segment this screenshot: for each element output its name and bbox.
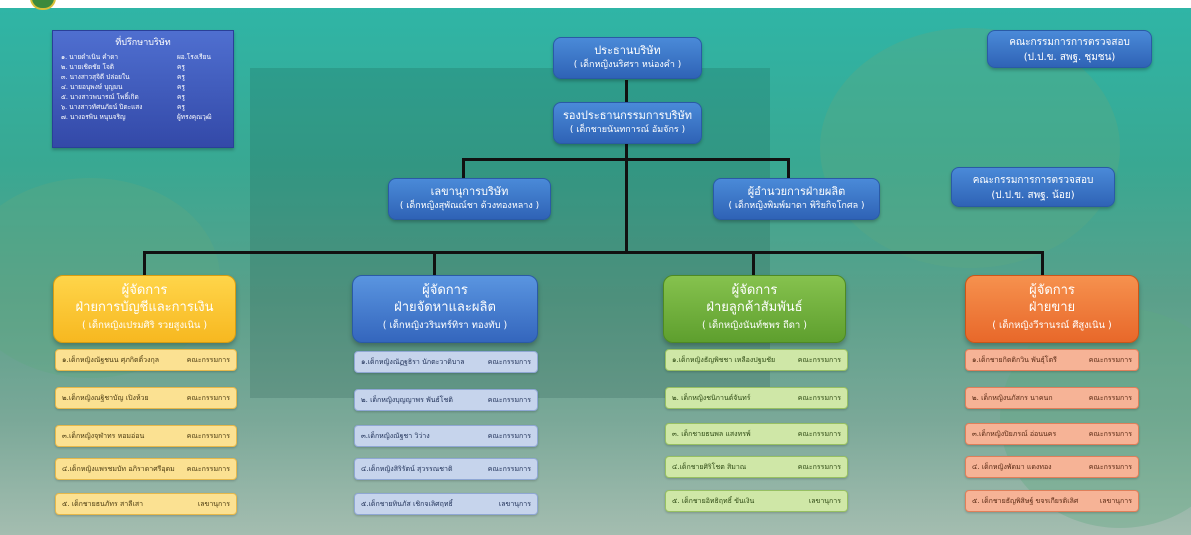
connector-line: [1041, 251, 1044, 276]
advisor-row: ๗. นางอรพิน หนุนจริญผู้ทรงคุณวุฒิ: [61, 113, 212, 121]
manager-name: ( เด็กหญิงวีรานรณ์ ศีสูงเนิน ): [992, 320, 1112, 331]
audit-mid-box: คณะกรรมการการตรวจสอบ (ป.ป.ข. สพฐ. น้อย): [951, 167, 1115, 207]
manager-box-procurement: ผู้จัดการ ฝ่ายจัดหาและผลิต ( เด็กหญิงวริ…: [352, 275, 538, 343]
member-row: ๒. เด็กหญิงบุญญาพร พันธ์โชติคณะกรรมการ: [354, 389, 538, 411]
connector-line: [462, 158, 790, 161]
manager-box-customer-relations: ผู้จัดการ ฝ่ายลูกค้าสัมพันธ์ ( เด็กหญิงน…: [663, 275, 846, 343]
vice-president-name: ( เด็กชายนันทการณ์ อัมจักร ): [569, 125, 686, 135]
advisor-row: ๔. นายอนุพงษ์ บุญมนครู: [61, 83, 185, 91]
audit-top-box: คณะกรรมการการตรวจสอบ (ป.ป.ข. สพฐ. ชุมชน): [987, 30, 1152, 68]
audit-top-title: คณะกรรมการการตรวจสอบ: [1009, 37, 1130, 48]
secretary-name: ( เด็กหญิงสุพัณณ์ชา ด้วงทองหลาง ): [399, 201, 540, 211]
connector-line: [462, 158, 465, 186]
manager-box-accounting: ผู้จัดการ ฝ่ายการบัญชีและการเงิน ( เด็กห…: [53, 275, 236, 343]
department-name: ฝ่ายการบัญชีและการเงิน: [75, 300, 214, 315]
member-row: ๒. เด็กหญิงนภัสกร นาคนกคณะกรรมการ: [965, 387, 1139, 409]
connector-line: [752, 251, 755, 276]
manager-name: ( เด็กหญิงวรินทร์ทิรา ทองทับ ): [382, 320, 508, 331]
manager-name: ( เด็กหญิงนันท์ชพร ถีดา ): [702, 320, 807, 331]
advisor-row: ๖. นางสาวทัศนภัยน์ ปิตะแสงครู: [61, 103, 185, 111]
member-row: ๔.เด็กชายศิริโชต สิมาณคณะกรรมการ: [665, 456, 848, 478]
department-name: ฝ่ายลูกค้าสัมพันธ์: [706, 300, 803, 315]
member-row: ๓.เด็กหญิงจุฬาทร หอมอ่อนคณะกรรมการ: [55, 425, 237, 447]
member-row: ๕.เด็กชายทินภัส เชิกจเลิศฤทธิ์เลขานุการ: [354, 493, 538, 515]
manager-title: ผู้จัดการ: [422, 283, 468, 298]
member-row: ๕. เด็กชายธนภัทร สาลีเสาเลขานุการ: [55, 493, 237, 515]
connector-line: [143, 251, 1044, 254]
connector-line: [143, 251, 146, 276]
member-row: ๑.เด็กหญิงธัญพิชชา เหลืองปฐมชัยคณะกรรมกา…: [665, 349, 848, 371]
connector-line: [433, 251, 436, 276]
member-row: ๑.เด็กหญิงณัฏฐธิรา นักตะวาดิบาลคณะกรรมกา…: [354, 351, 538, 373]
member-row: ๕. เด็กชายอิทธิฤทธิ์ ขันเงินเลขานุการ: [665, 490, 848, 512]
vice-president-box: รองประธานกรรมการบริษัท ( เด็กชายนันทการณ…: [553, 102, 702, 144]
manager-box-sales: ผู้จัดการ ฝ่ายขาย ( เด็กหญิงวีรานรณ์ ศีส…: [965, 275, 1139, 343]
advisor-row: ๕. นางสาวพนารณ์ โพธิ์เกิดครู: [61, 93, 185, 101]
advisors-panel: ที่ปรึกษาบริษัท ๑. นายดำเนิน คำดาผอ.โรงเ…: [52, 30, 234, 148]
advisors-title: ที่ปรึกษาบริษัท: [115, 38, 171, 48]
vice-president-title: รองประธานกรรมการบริษัท: [563, 109, 692, 122]
president-name: ( เด็กหญิงนริศรา หน่องคำ ): [573, 60, 682, 70]
secretary-title: เลขานุการบริษัท: [430, 185, 509, 198]
production-director-name: ( เด็กหญิงพิมพ์มาดา พิริยกิจโกศล ): [728, 201, 865, 211]
member-row: ๓.เด็กหญิงปิยภรณ์ อ่อนนครคณะกรรมการ: [965, 423, 1139, 445]
department-name: ฝ่ายจัดหาและผลิต: [394, 300, 496, 315]
advisor-row: ๑. นายดำเนิน คำดาผอ.โรงเรียน: [61, 53, 211, 61]
member-row: ๔.เด็กหญิงแพรชมบัท อภิราดาศรีอุดมคณะกรรม…: [55, 458, 237, 480]
background-tree: [820, 28, 1120, 268]
member-row: ๓. เด็กชายธนพล แสงทรพ์คณะกรรมการ: [665, 423, 848, 445]
member-row: ๕. เด็กชายธัญพิสิษฐ์ ขจรเกียรติเลิศเลขาน…: [965, 490, 1139, 512]
member-row: ๒. เด็กหญิงชนิกานต์จันทร์คณะกรรมการ: [665, 387, 848, 409]
connector-line: [787, 158, 790, 186]
member-row: ๔.เด็กหญิงสิริรัตน์ สุวรรณชาติคณะกรรมการ: [354, 458, 538, 480]
department-name: ฝ่ายขาย: [1028, 300, 1076, 315]
member-row: ๓.เด็กหญิงณัฐชา วิว่างคณะกรรมการ: [354, 425, 538, 447]
manager-name: ( เด็กหญิงเปรมศิริ รวยสูงเนิน ): [81, 320, 208, 331]
secretary-box: เลขานุการบริษัท ( เด็กหญิงสุพัณณ์ชา ด้วง…: [388, 178, 551, 220]
president-box: ประธานบริษัท ( เด็กหญิงนริศรา หน่องคำ ): [553, 37, 702, 79]
production-director-box: ผู้อำนวยการฝ่ายผลิต ( เด็กหญิงพิมพ์มาดา …: [713, 178, 880, 220]
advisor-row: ๒. นายเชิดชัย โจติครู: [61, 63, 185, 71]
audit-mid-title: คณะกรรมการการตรวจสอบ: [972, 175, 1094, 186]
member-row: ๑.เด็กชายกิตติกวิน พันธุ์โตรีคณะกรรมการ: [965, 349, 1139, 371]
member-row: ๒.เด็กหญิงณฐิชาบัญ เปิงห้วยคณะกรรมการ: [55, 387, 237, 409]
manager-title: ผู้จัดการ: [731, 283, 778, 298]
audit-mid-subtitle: (ป.ป.ข. สพฐ. น้อย): [991, 190, 1075, 201]
advisor-row: ๓. นางสาวสุจิตี ปล่อยในครู: [61, 73, 185, 81]
president-title: ประธานบริษัท: [594, 44, 661, 57]
member-row: ๔. เด็กหญิงพัดมา แดงทองคณะกรรมการ: [965, 456, 1139, 478]
production-director-title: ผู้อำนวยการฝ่ายผลิต: [747, 185, 846, 198]
member-row: ๑.เด็กหญิงณัฐชนน ศุภกิตติ์วงกุลคณะกรรมกา…: [55, 349, 237, 371]
manager-title: ผู้จัดการ: [121, 283, 168, 298]
manager-title: ผู้จัดการ: [1029, 283, 1075, 298]
connector-line: [625, 80, 628, 253]
audit-top-subtitle: (ป.ป.ข. สพฐ. ชุมชน): [1023, 52, 1116, 63]
